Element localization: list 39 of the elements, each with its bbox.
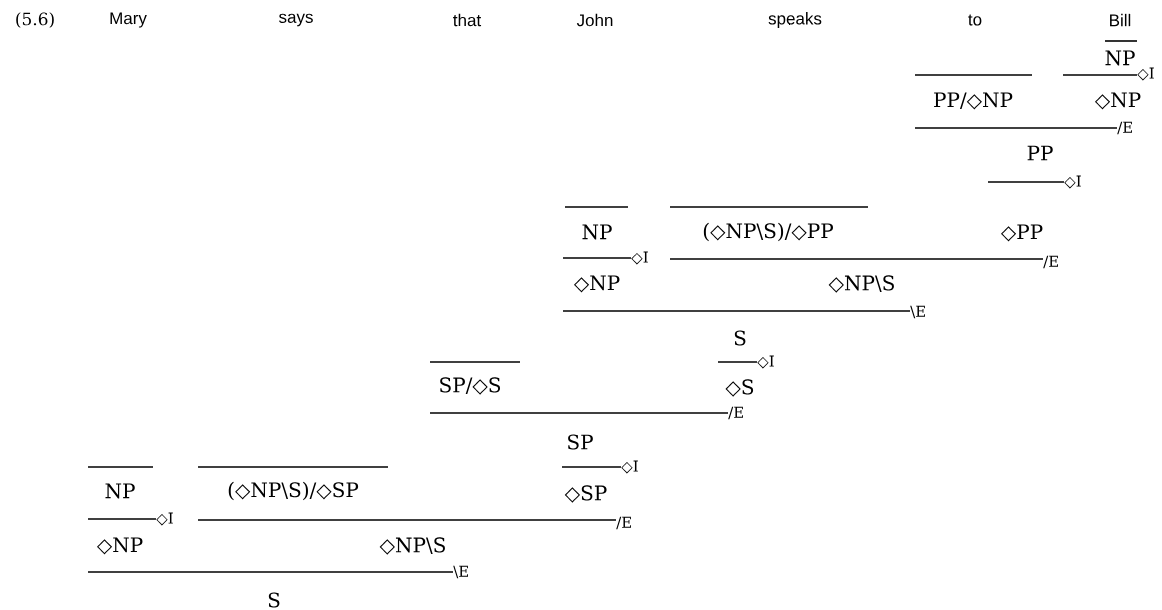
category-label: ◇NP (96, 537, 143, 555)
category-label: S (734, 330, 746, 346)
category-label: (◇NP\S)/◇SP (228, 481, 359, 501)
category-label: ◇NP\S (379, 537, 445, 555)
word-label: Bill (1110, 13, 1131, 27)
category-label: ◇NP\S (828, 275, 894, 293)
rule-label: ◇I (156, 512, 173, 526)
category-label: (◇NP\S)/◇PP (703, 222, 833, 242)
word-label: John (576, 13, 613, 27)
rule-label: /E (616, 516, 631, 530)
category-label: ◇NP (1094, 92, 1141, 110)
rule-label: ◇I (1064, 175, 1081, 189)
word-label: speaks (768, 12, 822, 28)
word-label: to (968, 14, 982, 26)
category-label: ◇SP (564, 485, 607, 503)
category-label: NP (582, 224, 612, 240)
rule-label: ◇I (621, 460, 638, 474)
category-label: PP (1027, 145, 1053, 161)
category-label: ◇NP (573, 275, 620, 293)
word-label: that (453, 13, 482, 27)
category-label: S (268, 592, 280, 608)
example-number: (5.6) (16, 12, 54, 28)
rule-label: \E (453, 565, 468, 579)
rule-label: ◇I (757, 355, 774, 369)
category-label: NP (105, 483, 135, 499)
rule-label: ◇I (1137, 67, 1154, 81)
rule-label: /E (728, 406, 743, 420)
category-label: SP (568, 434, 593, 450)
category-label: PP/◇NP (934, 92, 1013, 110)
rule-label: /E (1043, 255, 1058, 269)
category-label: ◇S (725, 379, 754, 397)
category-label: NP (1105, 50, 1135, 66)
word-label: Mary (110, 12, 147, 28)
category-label: ◇PP (1000, 224, 1043, 242)
rule-label: \E (910, 305, 925, 319)
rule-label: /E (1117, 121, 1132, 135)
word-label: says (279, 13, 313, 27)
category-label: SP/◇S (440, 377, 501, 395)
rule-label: ◇I (631, 251, 648, 265)
